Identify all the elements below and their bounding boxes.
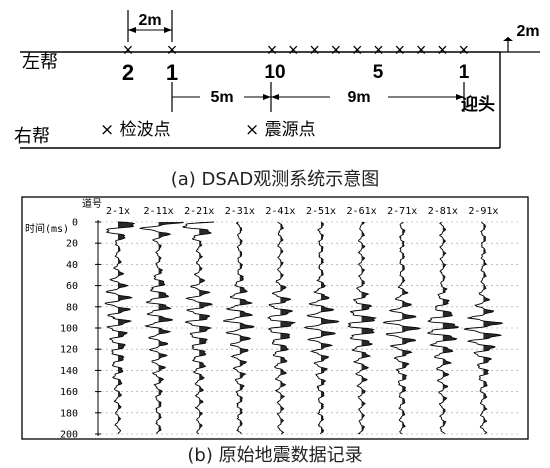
arrow-head bbox=[503, 37, 513, 41]
source-marker: × bbox=[267, 40, 278, 60]
trace-fill bbox=[483, 224, 503, 424]
trace-label: 2-1x bbox=[106, 206, 130, 217]
trace-label: 2-31x bbox=[225, 206, 255, 217]
trace-axis-label: 道号 bbox=[82, 197, 102, 210]
source-marker: × bbox=[331, 40, 342, 60]
source-marker: × bbox=[352, 40, 363, 60]
source-marker: × bbox=[416, 40, 427, 60]
arrow-head bbox=[271, 94, 279, 100]
spacing-2m-top: 2m bbox=[138, 12, 161, 29]
source-label-1: 1 bbox=[459, 62, 470, 83]
source-marker: × bbox=[395, 40, 406, 60]
trace-fill bbox=[280, 224, 295, 425]
receiver-marker: × bbox=[167, 40, 178, 60]
arrow-head bbox=[263, 94, 271, 100]
receiver-marker: × bbox=[123, 40, 134, 60]
source-marker: × bbox=[437, 40, 448, 60]
seismic-record: 道号 时间(ms) 0 20 40 60 80 100 120 140 160 180 200 2-… bbox=[21, 196, 529, 466]
trace-fill bbox=[118, 222, 135, 422]
time-tick-label: 80 bbox=[66, 302, 78, 313]
time-tick-label: 40 bbox=[66, 260, 78, 271]
trace-wiggle bbox=[104, 221, 136, 435]
trace-fill bbox=[239, 227, 254, 427]
spacing-5m: 5m bbox=[210, 89, 233, 106]
source-marker: × bbox=[458, 40, 469, 60]
trace-fill bbox=[361, 222, 376, 432]
trace-wiggles bbox=[104, 221, 503, 435]
arrow-head bbox=[128, 27, 136, 33]
source-marker: × bbox=[288, 40, 299, 60]
left-wall-label: 左帮 bbox=[22, 52, 58, 73]
right-wall-label: 右帮 bbox=[14, 126, 50, 147]
receiver-label-1: 1 bbox=[166, 60, 178, 85]
source-label-5: 5 bbox=[373, 62, 384, 83]
caption-a: (a) DSAD观测系统示意图 bbox=[171, 169, 380, 190]
time-axis-label: 时间(ms) bbox=[25, 222, 69, 235]
trace-label: 2-91x bbox=[468, 206, 498, 217]
face-label: 迎头 bbox=[461, 94, 495, 115]
time-tick-label: 20 bbox=[66, 239, 78, 250]
trace-fill bbox=[442, 226, 459, 427]
time-tick-label: 100 bbox=[60, 324, 78, 335]
trace-label: 2-61x bbox=[347, 206, 377, 217]
trace-label: 2-71x bbox=[387, 206, 417, 217]
trace-label: 2-41x bbox=[265, 206, 295, 217]
trace-label: 2-51x bbox=[306, 206, 336, 217]
spacing-2m-right: 2m bbox=[516, 23, 539, 40]
observation-system-diagram: 2m 2m × × 2 1 × × × × × × × × × × 10 5 1 5m 9m 左帮… bbox=[14, 10, 540, 190]
source-markers: × × × × × × × × × × bbox=[267, 40, 469, 60]
source-marker: × bbox=[309, 40, 320, 60]
time-tick-label: 200 bbox=[60, 430, 78, 441]
caption-b: (b) 原始地震数据记录 bbox=[187, 445, 362, 466]
arrow-head bbox=[164, 27, 172, 33]
time-tick-label: 140 bbox=[60, 366, 78, 377]
trace-fill bbox=[199, 222, 214, 430]
legend-source: × 震源点 bbox=[245, 120, 316, 140]
trace-label: 2-81x bbox=[428, 206, 458, 217]
legend-receiver: × 检波点 bbox=[100, 120, 171, 140]
time-tick-label: 120 bbox=[60, 345, 78, 356]
spacing-9m: 9m bbox=[347, 89, 370, 106]
time-tick-label: 0 bbox=[72, 218, 78, 229]
source-marker: × bbox=[373, 40, 384, 60]
trace-labels: 2-1x 2-11x 2-21x 2-31x 2-41x 2-51x 2-61x 2-71x 2… bbox=[106, 206, 499, 217]
time-ticks: 0 20 40 60 80 100 120 140 160 180 200 bbox=[60, 218, 520, 441]
time-tick-label: 160 bbox=[60, 387, 78, 398]
time-tick-label: 60 bbox=[66, 281, 78, 292]
source-label-10: 10 bbox=[264, 62, 285, 83]
receiver-label-2: 2 bbox=[122, 60, 134, 85]
trace-label: 2-21x bbox=[184, 206, 214, 217]
time-tick-label: 180 bbox=[60, 408, 78, 419]
arrow-head bbox=[456, 94, 464, 100]
trace-label: 2-11x bbox=[144, 206, 174, 217]
trace-wiggle bbox=[303, 221, 340, 435]
